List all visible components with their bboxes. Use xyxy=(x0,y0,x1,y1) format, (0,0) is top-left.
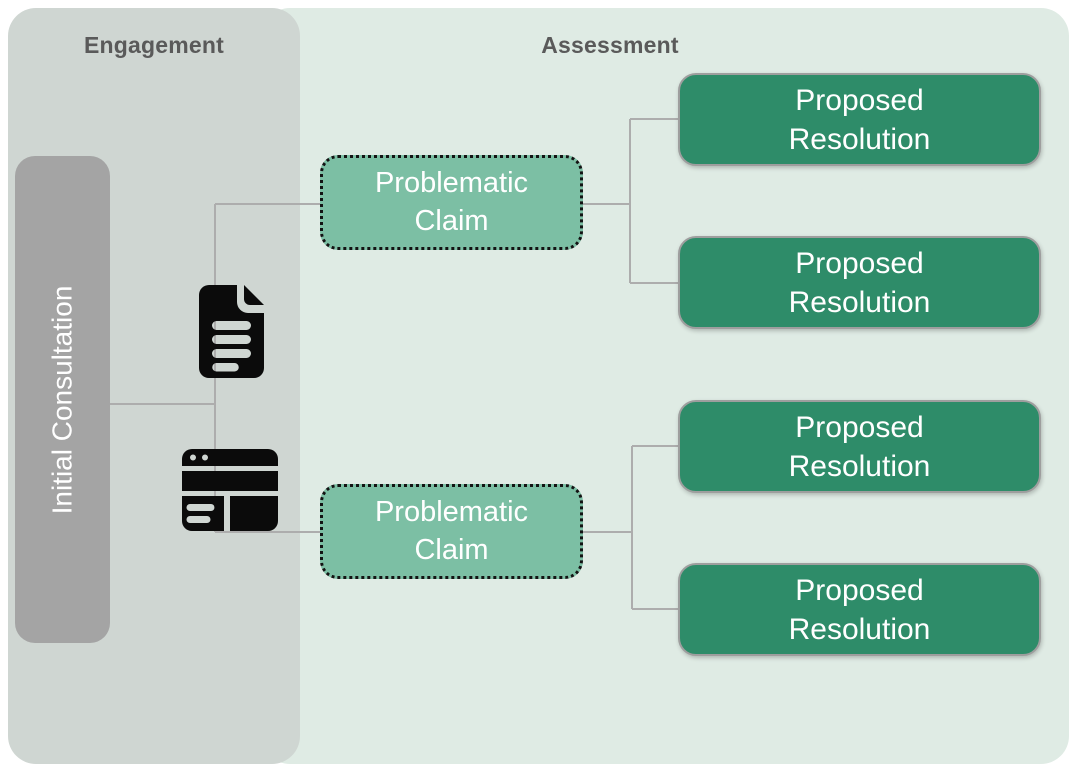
initial-consultation-node: Initial Consultation xyxy=(15,156,110,643)
problematic-claim-node-2: Problematic Claim xyxy=(320,484,583,579)
initial-consultation-label: Initial Consultation xyxy=(46,285,78,514)
engagement-section-title: Engagement xyxy=(83,32,225,58)
browser-window-icon xyxy=(180,447,280,533)
assessment-section-title: Assessment xyxy=(541,32,679,58)
proposed-resolution-node-1: Proposed Resolution xyxy=(678,73,1041,166)
problematic-claim-node-1: Problematic Claim xyxy=(320,155,583,250)
proposed-resolution-node-4: Proposed Resolution xyxy=(678,563,1041,656)
proposed-resolution-node-2: Proposed Resolution xyxy=(678,236,1041,329)
document-icon xyxy=(197,283,266,380)
proposed-resolution-node-3: Proposed Resolution xyxy=(678,400,1041,493)
